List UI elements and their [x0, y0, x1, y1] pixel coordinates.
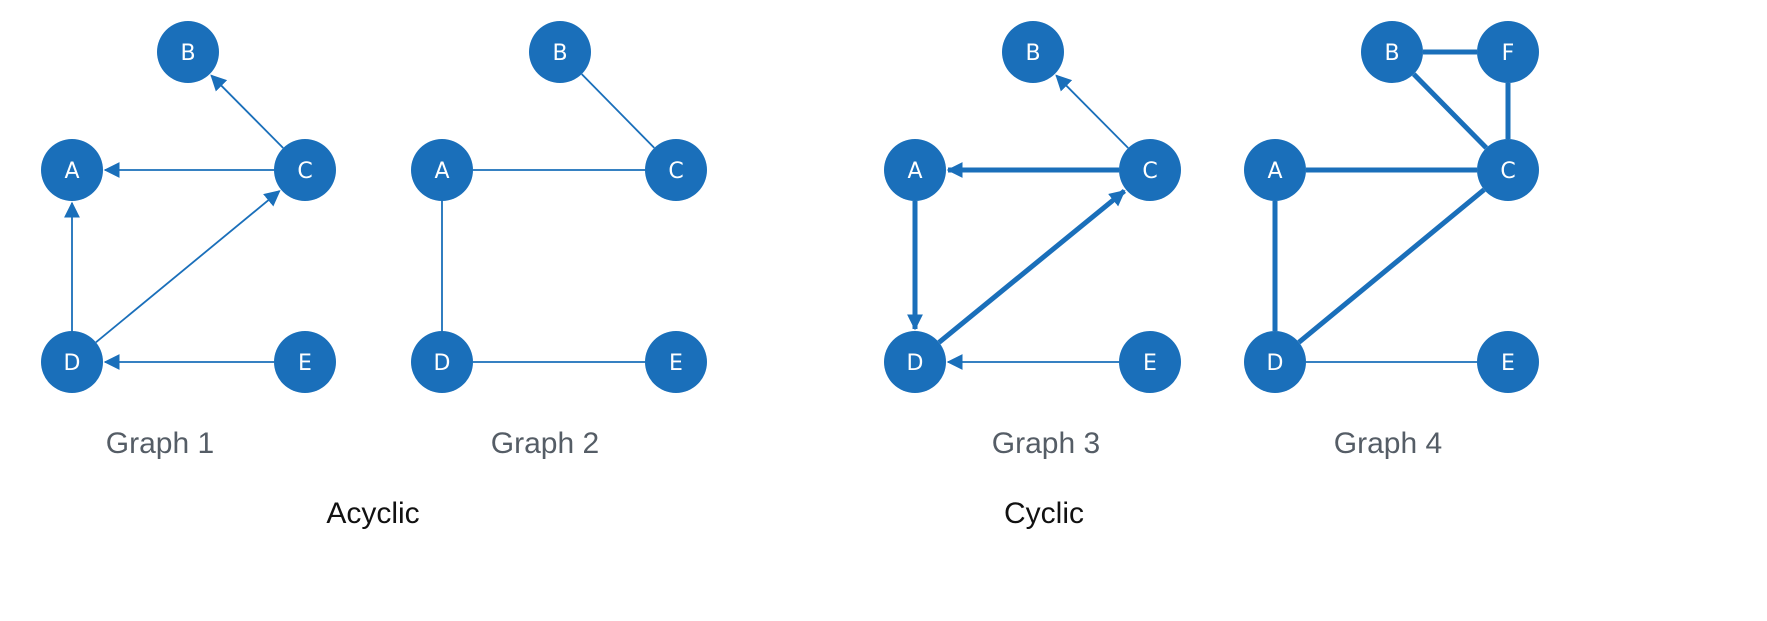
- nodes-layer: A B C D E A B C D E A B C D E A B C D E F: [41, 21, 1539, 393]
- graph-1-node-a: [41, 139, 103, 201]
- graph-1-node-label-a: A: [64, 159, 79, 184]
- graph-4-node-label-a: A: [1267, 159, 1282, 184]
- graph-4-node-a: [1244, 139, 1306, 201]
- graph-2-node-label-b: B: [552, 41, 567, 66]
- graph-4-node-label-f: F: [1502, 41, 1515, 66]
- graph-4-node-d: [1244, 331, 1306, 393]
- graph-2-node-label-c: C: [668, 159, 683, 184]
- graph-4-node-e: [1477, 331, 1539, 393]
- cyclic-group-label: Cyclic: [1004, 497, 1084, 530]
- graph-2-node-b: [529, 21, 591, 83]
- graph-3-node-label-b: B: [1025, 41, 1040, 66]
- graph-4-title: Graph 4: [1334, 427, 1442, 460]
- graph-1: [64, 74, 284, 370]
- graph-1-title: Graph 1: [106, 427, 214, 460]
- graph-1-node-label-d: D: [64, 351, 81, 376]
- graph-3-edge-c-b: [1055, 74, 1129, 149]
- graph-2-node-d: [411, 331, 473, 393]
- graph-2-node-label-a: A: [434, 159, 449, 184]
- graph-1-node-d: [41, 331, 103, 393]
- graph-1-node-label-b: B: [180, 41, 195, 66]
- graph-4-edge-d-c: [1297, 187, 1486, 345]
- graph-2-node-c: [645, 139, 707, 201]
- graph-2-node-e: [645, 331, 707, 393]
- graph-3-node-a: [884, 139, 946, 201]
- graph-4-node-label-d: D: [1267, 351, 1284, 376]
- graph-1-node-label-e: E: [298, 351, 312, 376]
- graph-3: [907, 74, 1129, 370]
- acyclic-group-label: Acyclic: [326, 497, 419, 530]
- edges-layer: [64, 49, 1511, 370]
- graph-3-nodes: A B C D E: [884, 21, 1181, 393]
- graph-2-title: Graph 2: [491, 427, 599, 460]
- graph-4-nodes: A B C D E F: [1244, 21, 1539, 393]
- graph-4-node-label-b: B: [1384, 41, 1399, 66]
- graph-2-node-label-d: D: [434, 351, 451, 376]
- graph-3-title: Graph 3: [992, 427, 1100, 460]
- graph-2-node-label-e: E: [669, 351, 683, 376]
- graph-1-edge-d-c: [95, 190, 281, 343]
- graph-2: [441, 73, 655, 363]
- graph-1-nodes: A B C D E: [41, 21, 336, 393]
- graph-3-node-c: [1119, 139, 1181, 201]
- graph-3-node-label-a: A: [907, 159, 922, 184]
- graph-1-edge-c-b: [210, 74, 284, 149]
- graph-2-edge-b-c: [581, 73, 655, 149]
- graph-4-node-c: [1477, 139, 1539, 201]
- graph-2-node-a: [411, 139, 473, 201]
- graph-1-node-label-c: C: [297, 159, 312, 184]
- graph-1-node-c: [274, 139, 336, 201]
- graph-4-node-b: [1361, 21, 1423, 83]
- graph-1-node-e: [274, 331, 336, 393]
- graph-4-edge-b-c: [1411, 72, 1489, 150]
- graph-3-node-label-e: E: [1143, 351, 1157, 376]
- graph-4-node-label-e: E: [1501, 351, 1515, 376]
- graph-3-node-label-d: D: [907, 351, 924, 376]
- graph-3-node-d: [884, 331, 946, 393]
- graph-4: [1272, 49, 1511, 363]
- titles-layer: Graph 1 Graph 2 Graph 3 Graph 4 Acyclic Cycli…: [106, 427, 1442, 530]
- graph-4-node-f: [1477, 21, 1539, 83]
- graph-3-node-e: [1119, 331, 1181, 393]
- graph-3-node-b: [1002, 21, 1064, 83]
- graph-3-edge-d-c: [937, 188, 1127, 345]
- graph-1-node-b: [157, 21, 219, 83]
- graph-4-node-label-c: C: [1500, 159, 1515, 184]
- graph-3-node-label-c: C: [1142, 159, 1157, 184]
- graph-2-nodes: A B C D E: [411, 21, 707, 393]
